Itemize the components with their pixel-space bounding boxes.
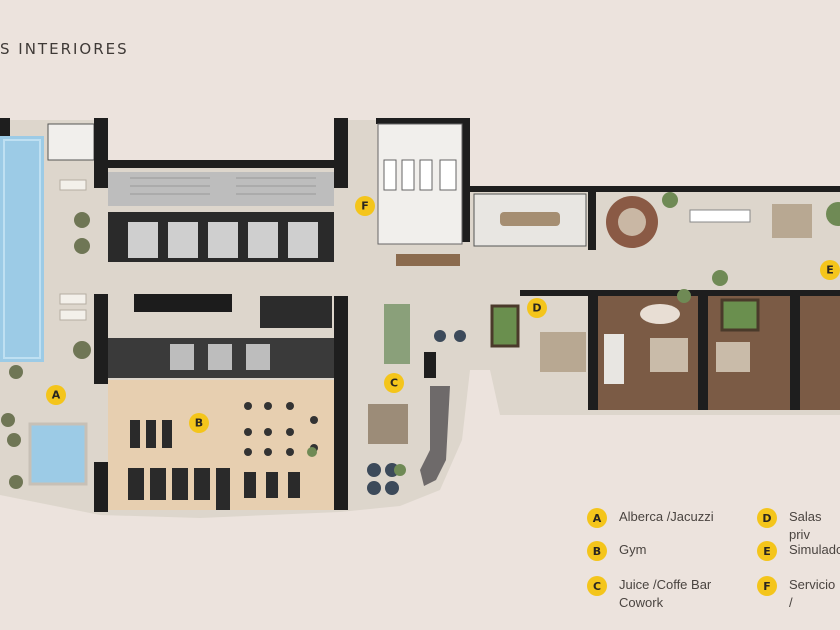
cowork-tables xyxy=(384,304,410,364)
legend-label-d: Salas priv xyxy=(789,509,822,542)
legend-item-b: B Gym xyxy=(587,541,646,561)
marker-b: B xyxy=(189,413,209,433)
stair-core xyxy=(108,172,334,206)
marker-c: C xyxy=(384,373,404,393)
gym-dumbbells xyxy=(244,402,318,456)
curved-sofa xyxy=(420,386,450,486)
legend-item-a: A Alberca /Jacuzzi xyxy=(587,508,714,528)
pool xyxy=(0,136,44,362)
private-room-3 xyxy=(800,296,840,410)
interior-plants xyxy=(307,192,840,476)
pool-loungers xyxy=(59,179,87,321)
legend-label-f: Servicio / xyxy=(789,577,836,610)
svg-text:E: E xyxy=(826,264,834,277)
marker-e: E xyxy=(820,260,840,280)
page-heading: S INTERIORES xyxy=(0,40,129,58)
legend-item-c: C Juice /Coffe Bar Cowork xyxy=(587,576,711,612)
svg-text:C: C xyxy=(390,377,398,390)
bar-counter xyxy=(134,294,232,312)
legend-key-e: E xyxy=(757,541,777,561)
pool-plants xyxy=(1,212,91,489)
legend-label-a: Alberca /Jacuzzi xyxy=(619,509,714,524)
marker-a: A xyxy=(46,385,66,405)
legend-item-f: F Servicio / xyxy=(757,576,840,612)
legend-item-e: E Simulado xyxy=(757,541,840,561)
legend-label-e: Simulado xyxy=(789,542,840,557)
legend-item-d: D Salas priv xyxy=(757,508,840,544)
legend-label-c: Juice /Coffe Bar Cowork xyxy=(619,577,712,610)
billiard-table-2 xyxy=(720,298,760,332)
legend-key-b: B xyxy=(587,541,607,561)
legend-key-a: A xyxy=(587,508,607,528)
svg-text:B: B xyxy=(195,417,203,430)
jacuzzi xyxy=(28,422,88,486)
billiard-table xyxy=(490,304,520,348)
svg-text:F: F xyxy=(361,200,369,213)
legend-key-f: F xyxy=(757,576,777,596)
marker-d: D xyxy=(527,298,547,318)
marker-f: F xyxy=(355,196,375,216)
legend-key-c: C xyxy=(587,576,607,596)
walls xyxy=(0,118,840,512)
juice-bar-table xyxy=(368,404,408,444)
svg-text:A: A xyxy=(52,389,61,402)
legend-key-d: D xyxy=(757,508,777,528)
lounge-table xyxy=(772,204,812,238)
legend-label-b: Gym xyxy=(619,542,647,557)
restroom-block xyxy=(47,123,95,161)
svg-text:D: D xyxy=(532,302,541,315)
gym-machines xyxy=(128,420,300,510)
elevator-cabs xyxy=(128,222,318,258)
